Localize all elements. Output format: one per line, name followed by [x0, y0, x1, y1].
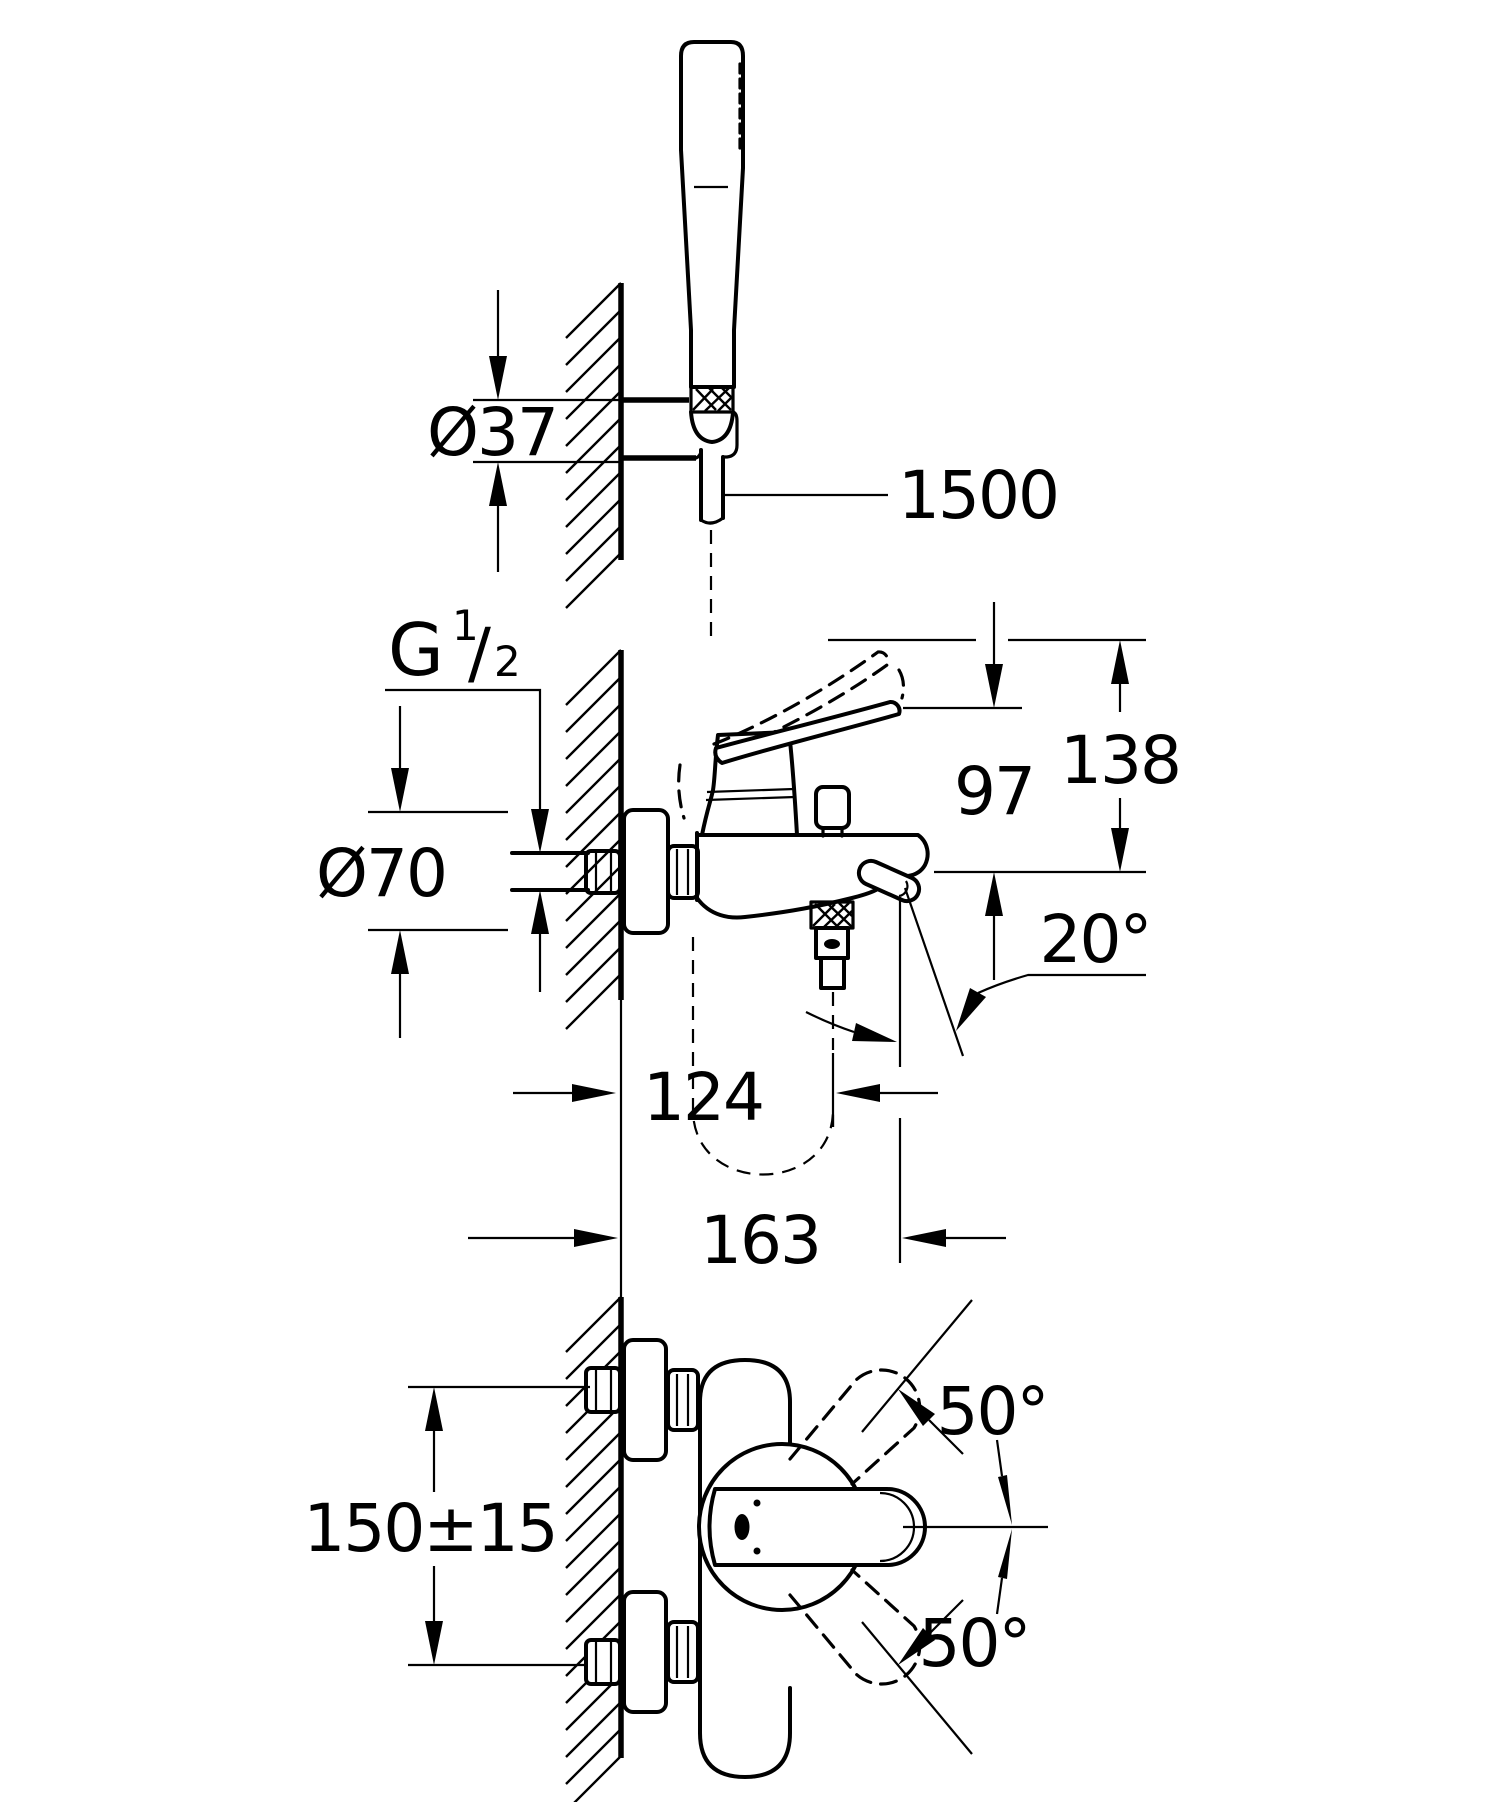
- dome-seam-1: [706, 787, 795, 794]
- label-thread-den: 2: [494, 637, 521, 686]
- body-top-and-spout-front: [695, 833, 930, 878]
- label-thread-slash: /: [468, 614, 491, 693]
- inlet-assembly-lower: [584, 1590, 700, 1714]
- dim-reach: 124 163: [468, 1053, 1006, 1279]
- dim-thread: G 1 / 2: [385, 601, 549, 992]
- spout-underside: [695, 888, 878, 920]
- lever-pin-lower: [753, 1547, 761, 1555]
- dim-hose-length: 1500: [723, 457, 1060, 534]
- union-nut-side: [666, 844, 700, 900]
- dim-escutcheon-diameter: Ø70: [316, 706, 508, 1038]
- label-spout-angle: 20°: [1040, 901, 1151, 978]
- lever-pin-upper: [753, 1499, 761, 1507]
- wall-hatching-top: [565, 282, 622, 609]
- dim-lever-swing: 50° 50°: [861, 1299, 1049, 1755]
- dim-heights: 97 138: [828, 602, 1182, 980]
- supply-pipe: [510, 851, 590, 892]
- inlet-assembly-upper: [584, 1338, 700, 1462]
- spout-aerator-tip: [856, 858, 922, 904]
- label-thread-num: 1: [452, 601, 479, 650]
- label-hose-length: 1500: [898, 457, 1058, 534]
- holder-cup: [689, 410, 735, 444]
- label-outlet-to-lever-max: 138: [1060, 722, 1180, 799]
- plan-view-mixer: 50° 50° 150±15: [303, 1296, 1049, 1802]
- dome-seam-2: [705, 795, 796, 802]
- hex-nut-behind-wall: [584, 849, 622, 895]
- dome-raised-dashed-left: [677, 763, 686, 820]
- wall-hatching-middle: [565, 649, 622, 1030]
- shower-hose-top: [699, 448, 725, 637]
- hand-shower-outline: [679, 40, 745, 389]
- label-inlet-spacing: 150±15: [303, 1490, 556, 1567]
- escutcheon-side: [622, 808, 670, 935]
- dome-raised-dashed-right: [897, 668, 906, 700]
- lever-handle-side: [713, 700, 902, 765]
- lever-handle-plan: [707, 1487, 927, 1567]
- hose-loop-dashed: [691, 937, 835, 1176]
- hand-shower-outlet: [809, 900, 855, 1050]
- label-holder-diameter: Ø37: [427, 394, 557, 471]
- label-lever-swing-lower: 50°: [919, 1605, 1030, 1682]
- dim-spout-angle: 20°: [805, 887, 1152, 1067]
- lever-raised-dashed: [712, 650, 890, 760]
- side-view-mixer: G 1 / 2 Ø70: [316, 601, 1182, 1297]
- hose-coupling-knurl: [689, 385, 735, 414]
- body-plate-plan: [698, 1358, 792, 1779]
- label-outlet-to-lever: 97: [954, 753, 1034, 830]
- diverter-knob: [814, 785, 851, 838]
- label-wall-to-spout-tip: 163: [700, 1202, 820, 1279]
- dim-inlet-spacing: 150±15: [303, 1385, 590, 1667]
- lever-logo-dot: [734, 1514, 750, 1540]
- label-wall-to-outlet: 124: [643, 1059, 763, 1136]
- wall-holder-bracket: [623, 397, 739, 461]
- top-view-hand-shower-set: Ø37 1500: [427, 40, 1060, 637]
- label-lever-swing-upper: 50°: [937, 1373, 1048, 1450]
- dim-holder-diameter: Ø37: [427, 290, 621, 572]
- label-escutcheon-diameter: Ø70: [316, 835, 446, 912]
- label-thread-G: G: [388, 608, 444, 692]
